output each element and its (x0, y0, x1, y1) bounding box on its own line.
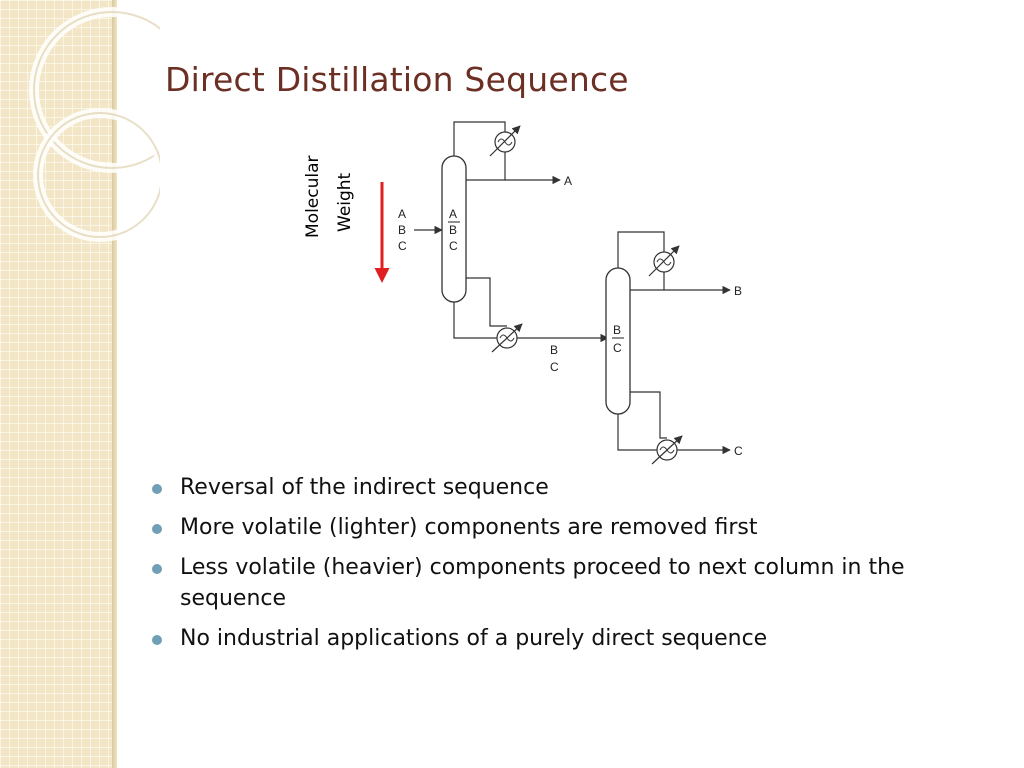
feed-label-a: A (398, 207, 406, 221)
intermediate-label-b: B (550, 343, 558, 357)
column2-bottoms-line (617, 414, 657, 451)
reboiler2-utility-icon (651, 435, 683, 465)
distillation-diagram: Molecular Weight A B C A B C A B C B C B… (303, 121, 743, 465)
column1-vapor-line (453, 121, 506, 156)
bullet-item: More volatile (lighter) components are r… (150, 512, 950, 543)
condenser2-utility-icon (648, 245, 680, 277)
bullet-item: Less volatile (heavier) components proce… (150, 552, 950, 614)
column2-label-c: C (613, 341, 622, 355)
axis-label-molecular: Molecular (303, 155, 323, 238)
bullet-list: Reversal of the indirect sequence More v… (150, 472, 950, 663)
reboiler1-utility-icon (491, 323, 523, 353)
deco-ring-small-outline (37, 112, 160, 238)
feed-label-b: B (398, 223, 406, 237)
distillate-a-label: A (564, 174, 572, 188)
bottoms-c-label: C (734, 444, 743, 458)
condenser1-utility-icon (489, 125, 521, 157)
slide-title: Direct Distillation Sequence (165, 60, 629, 99)
decorative-rings (29, 7, 160, 242)
column2-vapor-line (617, 231, 665, 268)
deco-ring-large-outline (33, 11, 160, 169)
distillate-b-label: B (734, 284, 742, 298)
bullet-item: Reversal of the indirect sequence (150, 472, 950, 503)
side-panel-edge (112, 0, 117, 768)
column1-label-b: B (449, 223, 457, 237)
condenser2-coil-icon (656, 258, 672, 266)
column1-label-c: C (449, 239, 458, 253)
intermediate-label-c: C (550, 360, 559, 374)
column2-label-b: B (613, 323, 621, 337)
deco-ring-large (29, 7, 160, 173)
axis-label-weight: Weight (335, 172, 355, 232)
column1-label-a: A (449, 207, 457, 221)
bullet-item: No industrial applications of a purely d… (150, 623, 950, 654)
feed-label-c: C (398, 239, 407, 253)
column1-bottoms-line (453, 302, 497, 339)
condenser1-coil-icon (497, 138, 513, 146)
column1-reboil-return (466, 277, 507, 327)
column2-reboil-return (630, 391, 667, 439)
